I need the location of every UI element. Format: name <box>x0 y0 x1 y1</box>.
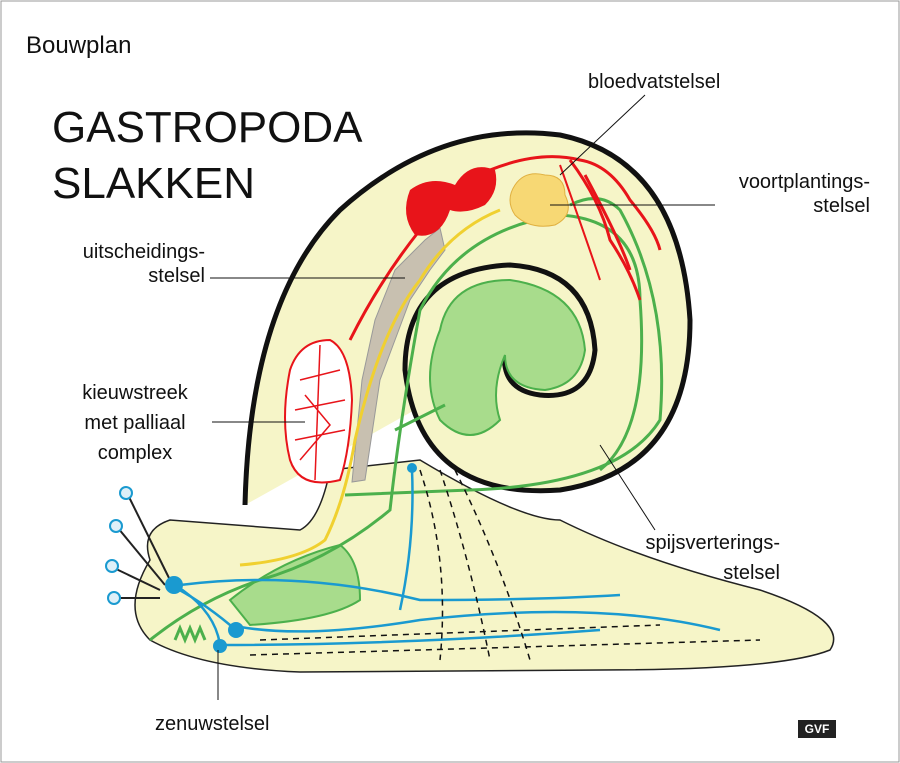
reproductive-gland <box>509 173 569 227</box>
label-line: stelsel <box>813 195 870 217</box>
heart <box>406 167 497 236</box>
blood-vessels <box>348 155 662 341</box>
subtitle: Bouwplan <box>26 32 132 59</box>
label-line: kieuwstreek <box>82 382 188 404</box>
digestive-fill-foot <box>228 543 362 627</box>
label-line: complex <box>97 442 173 464</box>
digestive-gland <box>429 278 587 436</box>
label-voortplantingsstelsel: voortplantings- stelsel <box>700 170 870 218</box>
label-bloedvatstelsel: bloedvatstelsel <box>588 71 721 93</box>
label-line: stelsel <box>723 562 780 584</box>
label-line: stelsel <box>148 265 205 287</box>
label-zenuwstelsel: zenuwstelsel <box>155 713 270 735</box>
gvf-logo: GVF <box>798 720 836 738</box>
title-line-1: GASTROPODA <box>52 103 363 152</box>
reproductive-duct <box>239 208 501 567</box>
digestive-tract <box>149 197 664 644</box>
label-line: voortplantings- <box>738 171 870 193</box>
tentacles <box>105 486 171 605</box>
label-spijsverteringsstelsel: spijsverterings- stelsel <box>600 528 780 588</box>
label-line: met palliaal <box>84 412 186 434</box>
label-kieuwstreek: kieuwstreek met palliaal complex <box>60 378 210 468</box>
shell-outline <box>242 130 693 506</box>
title-line-2: SLAKKEN <box>52 159 255 208</box>
label-uitscheidingsstelsel: uitscheidings- stelsel <box>40 240 205 288</box>
leader-lines <box>210 94 715 700</box>
label-line: spijsverterings- <box>645 532 780 554</box>
label-line: uitscheidings- <box>82 241 205 263</box>
excretory-organ <box>351 227 446 483</box>
nervous-system <box>169 469 721 647</box>
ganglia <box>165 463 417 653</box>
gill-veins <box>294 344 346 481</box>
dashed-lines <box>249 469 761 661</box>
